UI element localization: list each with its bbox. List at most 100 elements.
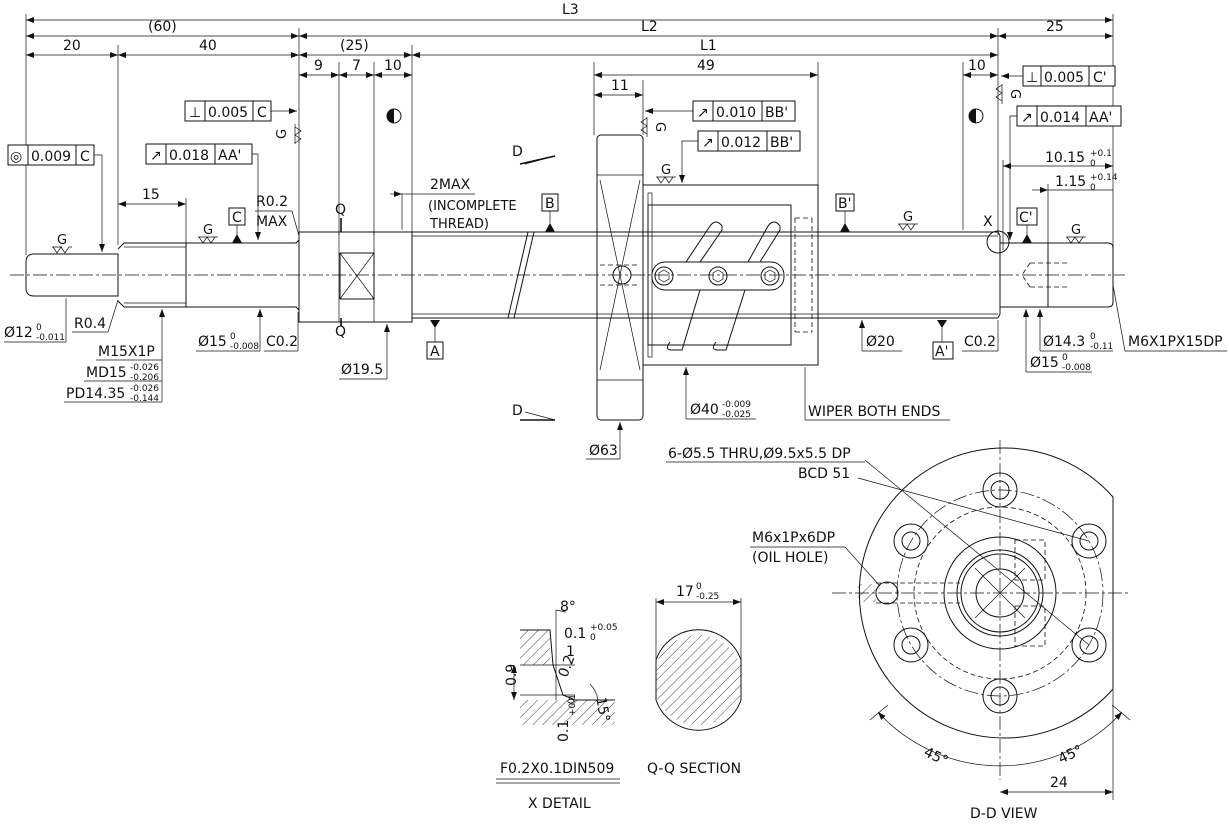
datum-b: B xyxy=(545,196,555,212)
dim-60: (60) xyxy=(148,19,177,35)
qq-section: 17 0 -0.25 Q-Q SECTION xyxy=(647,582,742,777)
label-incomplete: (INCOMPLETE xyxy=(428,199,517,214)
dd-oil-2: (OIL HOLE) xyxy=(752,550,829,566)
qq-width-tol-dn: -0.25 xyxy=(696,592,719,602)
label-dia14-3-tol-up: 0 xyxy=(1090,332,1096,342)
dd-angle-45a: 45° xyxy=(921,744,950,769)
label-dia14-3-tol-dn: -0.11 xyxy=(1090,342,1113,352)
dim-9: 9 xyxy=(314,58,323,74)
x-val-01b-tol-dn: 0 xyxy=(567,698,577,704)
x-val-01: 0.1 xyxy=(564,626,586,642)
label-dia40-tol-up: -0.009 xyxy=(722,400,751,410)
dim-20: 20 xyxy=(63,38,81,54)
annotations: R0.2 MAX Q Q 2MAX (INCOMPLETE THREAD) D … xyxy=(4,144,1227,460)
grind-marks: G G G G G G G G xyxy=(52,84,1086,254)
label-pd: PD14.35 xyxy=(66,386,125,402)
label-md15-tol-dn: -0.206 xyxy=(130,373,159,383)
x-val-01-tol-up: +0.05 xyxy=(590,623,618,633)
bolt-hole xyxy=(1071,523,1107,559)
dim-1-15-tol-dn: 0 xyxy=(1090,183,1096,193)
frame-value: 0.005 xyxy=(1044,70,1084,86)
dd-bcd: BCD 51 xyxy=(798,466,850,482)
label-c02: C0.2 xyxy=(266,334,298,350)
bolt-hole xyxy=(893,523,929,559)
label-dia63: Ø63 xyxy=(589,443,618,459)
label-m15: M15X1P xyxy=(98,344,155,360)
datum-a: A xyxy=(430,344,440,360)
label-dia19: Ø19.5 xyxy=(341,362,383,378)
qq-width-tol-up: 0 xyxy=(696,582,702,592)
label-dia14-3: Ø14.3 xyxy=(1043,334,1085,350)
grind-mark: G xyxy=(275,129,290,139)
grind-mark: G xyxy=(1007,89,1022,99)
x-val-02: 0.2 xyxy=(556,653,579,679)
label-r02: R0.2 xyxy=(256,194,288,210)
grind-mark: G xyxy=(1071,223,1081,238)
label-dia20: Ø20 xyxy=(866,334,895,350)
ball-nut xyxy=(596,134,819,421)
label-2max: 2MAX xyxy=(430,177,471,193)
label-dia12-tol-dn: -0.011 xyxy=(36,333,65,343)
bolt-hole xyxy=(1071,627,1107,663)
bolt-hole xyxy=(893,627,929,663)
frame-datum: C' xyxy=(1093,70,1107,86)
grind-mark: G xyxy=(661,163,671,178)
dim-10-15-tol-dn: 0 xyxy=(1090,159,1096,169)
frame-runout-aa2: ↗ 0.014 AA' xyxy=(1007,105,1122,240)
frame-datum: BB' xyxy=(770,135,793,151)
frame-value: 0.010 xyxy=(716,105,756,121)
grind-mark: G xyxy=(903,210,913,225)
label-m6: M6X1PX15DP xyxy=(1128,334,1223,350)
section-q-top: Q xyxy=(335,202,346,218)
dim-25: 25 xyxy=(1046,19,1064,35)
label-md15: MD15 xyxy=(86,365,127,381)
frame-value: 0.014 xyxy=(1040,110,1080,126)
frame-concentric: ◎ 0.009 C xyxy=(7,144,105,252)
label-dia15b-tol-up: 0 xyxy=(1062,353,1068,363)
x-val-01-tol-dn: 0 xyxy=(590,633,596,643)
label-md15-tol-up: -0.026 xyxy=(130,363,159,373)
dim-10-15-tol-up: +0.1 xyxy=(1090,149,1112,159)
frame-datum: AA' xyxy=(218,148,241,164)
frame-datum: C xyxy=(80,149,90,165)
label-dia15-tol-up: 0 xyxy=(230,332,236,342)
dim-10-15: 10.15 xyxy=(1045,150,1085,166)
x-spec: F0.2X0.1DIN509 xyxy=(500,761,614,777)
label-pd-tol-dn: -0.144 xyxy=(130,394,159,404)
perpendicular-icon: ⊥ xyxy=(1026,70,1038,86)
x-val-1: 1 xyxy=(566,644,575,660)
x-angle-15: 15° xyxy=(592,696,612,723)
dim-49: 49 xyxy=(697,58,715,74)
label-dia15: Ø15 xyxy=(198,334,227,350)
frame-value: 0.012 xyxy=(721,135,761,151)
label-dia40-tol-dn: -0.025 xyxy=(722,410,751,420)
grind-mark: G xyxy=(203,223,213,238)
label-dia12: Ø12 xyxy=(4,325,33,341)
label-r04: R0.4 xyxy=(74,316,106,332)
qq-title: Q-Q SECTION xyxy=(647,761,741,777)
label-c02b: C0.2 xyxy=(964,334,996,350)
overall-dimensions: L3 (60) L2 25 20 40 (25) L1 9 7 10 49 10… xyxy=(25,2,1118,255)
datum-c2: C' xyxy=(1019,210,1033,226)
runout-icon: ↗ xyxy=(697,105,709,121)
label-pd-tol-up: -0.026 xyxy=(130,384,159,394)
grind-mark: G xyxy=(652,122,667,132)
frame-value: 0.005 xyxy=(208,105,248,121)
label-thread: THREAD) xyxy=(429,217,489,232)
dim-l3: L3 xyxy=(562,2,579,18)
frame-runout-aa: ↗ 0.018 AA' xyxy=(145,143,261,240)
label-dia15b-tol-dn: -0.008 xyxy=(1062,363,1091,373)
dd-title: D-D VIEW xyxy=(970,806,1038,822)
dim-l2: L2 xyxy=(641,19,658,35)
x-angle-8: 8° xyxy=(560,599,576,615)
label-x: X xyxy=(983,214,993,230)
x-detail: 8° 0.1 +0.05 0 1 0.2 15° 0.9 0.1 +0.1 0 … xyxy=(496,599,620,812)
dim-11: 11 xyxy=(611,78,629,94)
concentric-icon: ◎ xyxy=(10,149,22,165)
label-dia15b: Ø15 xyxy=(1030,355,1059,371)
x-detail-title: X DETAIL xyxy=(528,796,591,812)
label-dia40: Ø40 xyxy=(690,402,719,418)
frame-value: 0.018 xyxy=(169,148,209,164)
dim-15: 15 xyxy=(142,187,160,203)
datum-b2: B' xyxy=(838,196,851,212)
